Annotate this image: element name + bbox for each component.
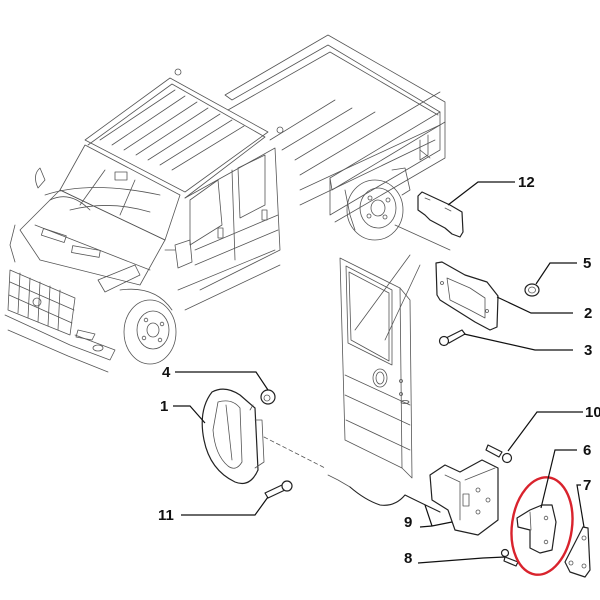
- cab: [4, 68, 284, 373]
- callout-label-10: 10: [585, 404, 600, 421]
- part-1-handle: [201, 388, 265, 485]
- callout-4[interactable]: 4: [162, 364, 269, 391]
- part-4-nut: [260, 389, 276, 405]
- callout-10[interactable]: 10: [507, 404, 600, 452]
- part-2-bezel: [435, 261, 499, 331]
- callout-label-12: 12: [518, 174, 535, 191]
- callout-label-2: 2: [584, 305, 592, 322]
- callout-label-1: 1: [160, 398, 168, 415]
- callout-label-5: 5: [583, 255, 591, 272]
- callout-label-3: 3: [584, 342, 592, 359]
- part-5-grommet: [524, 283, 540, 297]
- part-12-cover: [417, 191, 464, 238]
- part-7-shim: [564, 526, 591, 578]
- callout-6[interactable]: 6: [540, 442, 591, 509]
- callout-2[interactable]: 2: [496, 296, 592, 322]
- callout-label-8: 8: [404, 550, 412, 567]
- callout-label-6: 6: [583, 442, 591, 459]
- part-6-bracket: [516, 504, 557, 554]
- part-11-bolt: [264, 480, 293, 499]
- callout-label-7: 7: [583, 477, 591, 494]
- part-3-screw: [438, 329, 466, 347]
- callout-7[interactable]: 7: [576, 477, 591, 528]
- cargo-bed: [224, 34, 446, 241]
- part-9-lock: [429, 459, 499, 536]
- part-10-bolt: [485, 444, 513, 464]
- callout-label-9: 9: [404, 514, 412, 531]
- callout-5[interactable]: 5: [535, 255, 591, 285]
- vehicle-illustration: [4, 34, 451, 479]
- callout-label-4: 4: [162, 364, 171, 381]
- callout-label-11: 11: [158, 507, 174, 524]
- door-panel: [339, 224, 451, 479]
- callout-9[interactable]: 9: [404, 504, 453, 531]
- callout-3[interactable]: 3: [463, 333, 592, 359]
- callout-12[interactable]: 12: [447, 174, 535, 206]
- callout-8[interactable]: 8: [404, 550, 506, 567]
- part-8-bolt: [500, 548, 519, 567]
- callout-11[interactable]: 11: [158, 496, 269, 524]
- callout-1[interactable]: 1: [160, 398, 206, 424]
- part-9-cable: [263, 436, 441, 513]
